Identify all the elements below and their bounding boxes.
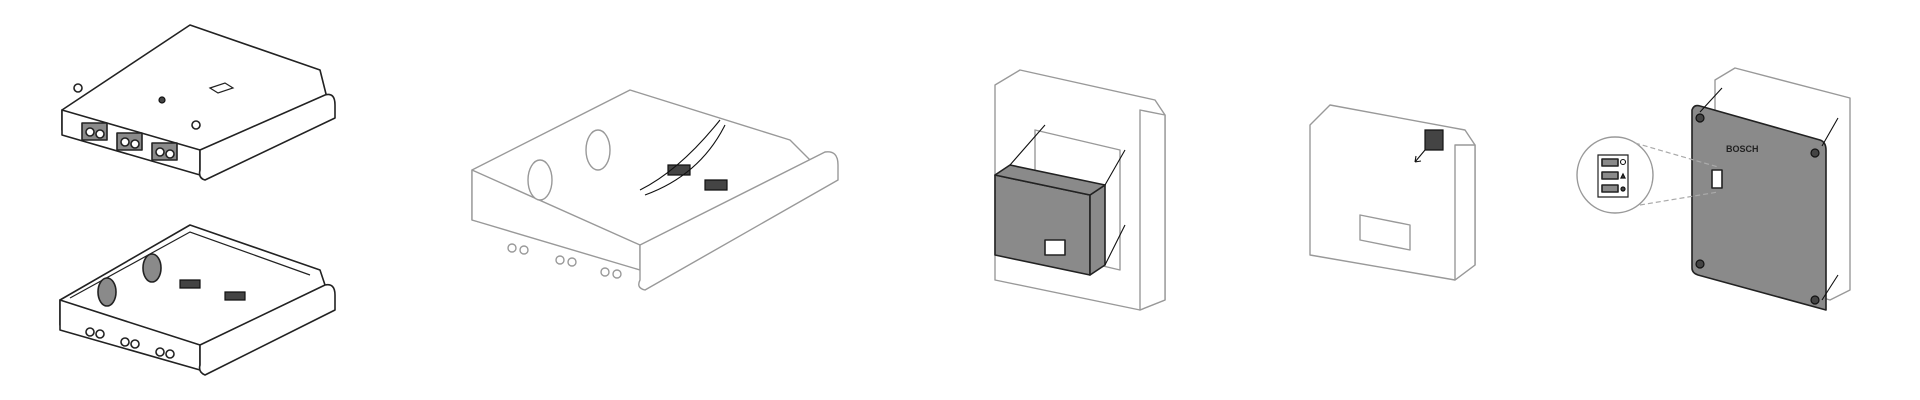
- base-with-cables: [471, 89, 839, 291]
- bosch-logo-text: BOSCH: [1726, 144, 1759, 154]
- bosch-logo: [158, 96, 166, 104]
- power-icon: [1619, 158, 1627, 166]
- flame-icon: [1620, 186, 1626, 192]
- insert-module: [994, 69, 1166, 311]
- attach-cover: BOSCH: [1576, 67, 1851, 311]
- connect-terminal: [1309, 104, 1476, 281]
- open-base: [59, 224, 336, 376]
- closed-housing: [61, 24, 336, 181]
- warning-icon: [1620, 172, 1626, 179]
